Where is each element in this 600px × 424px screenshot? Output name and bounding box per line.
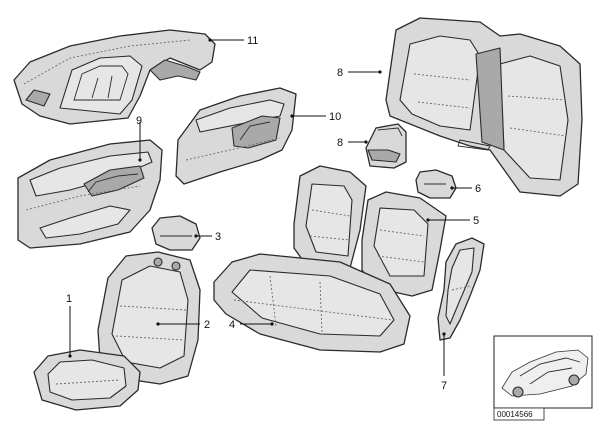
vehicle-inset: 00014566 (493, 335, 593, 421)
front-backrest-part (97, 251, 201, 385)
front-headrest-part (151, 215, 201, 251)
rear-headrest-part (415, 169, 457, 199)
leader-dot-7 (442, 332, 446, 336)
front-door-trim-part (17, 139, 163, 249)
side-bolster-part (437, 237, 485, 341)
leader-dot-1 (68, 354, 72, 358)
callout-5: 5 (473, 215, 479, 227)
callout-8-armrest: 8 (337, 137, 343, 149)
callout-3: 3 (215, 231, 221, 243)
rear-backrest-side-part (361, 191, 447, 297)
rear-door-trim-part (175, 87, 297, 185)
leader-dot-8a (378, 70, 382, 74)
armrest-part (365, 123, 407, 169)
leader-dot-9 (138, 158, 142, 162)
callout-9: 9 (136, 115, 142, 127)
leader-dot-3 (194, 234, 198, 238)
leader-dot-5 (426, 218, 430, 222)
leader-dot-6 (450, 186, 454, 190)
callout-6: 6 (475, 183, 481, 195)
leader-dot-4 (270, 322, 274, 326)
inset-code-box (493, 407, 545, 421)
callout-1: 1 (66, 293, 72, 305)
leader-dot-8b (364, 140, 368, 144)
front-seat-cushion-part (33, 349, 141, 411)
inset-code: 00014566 (497, 410, 533, 419)
rear-backrest-center-part (293, 165, 367, 273)
callout-2: 2 (204, 319, 210, 331)
callout-8-backrest: 8 (337, 67, 343, 79)
leader-dot-10 (290, 114, 294, 118)
leader-dot-2 (156, 322, 160, 326)
dashboard-part (13, 29, 216, 125)
rear-seat-cushion-part (213, 253, 411, 353)
callout-7: 7 (441, 380, 447, 392)
callout-10: 10 (329, 111, 341, 123)
callout-11: 11 (247, 35, 258, 47)
leader-dot-11 (208, 38, 212, 42)
rear-backrest-part (385, 17, 583, 197)
callout-4: 4 (229, 319, 235, 331)
